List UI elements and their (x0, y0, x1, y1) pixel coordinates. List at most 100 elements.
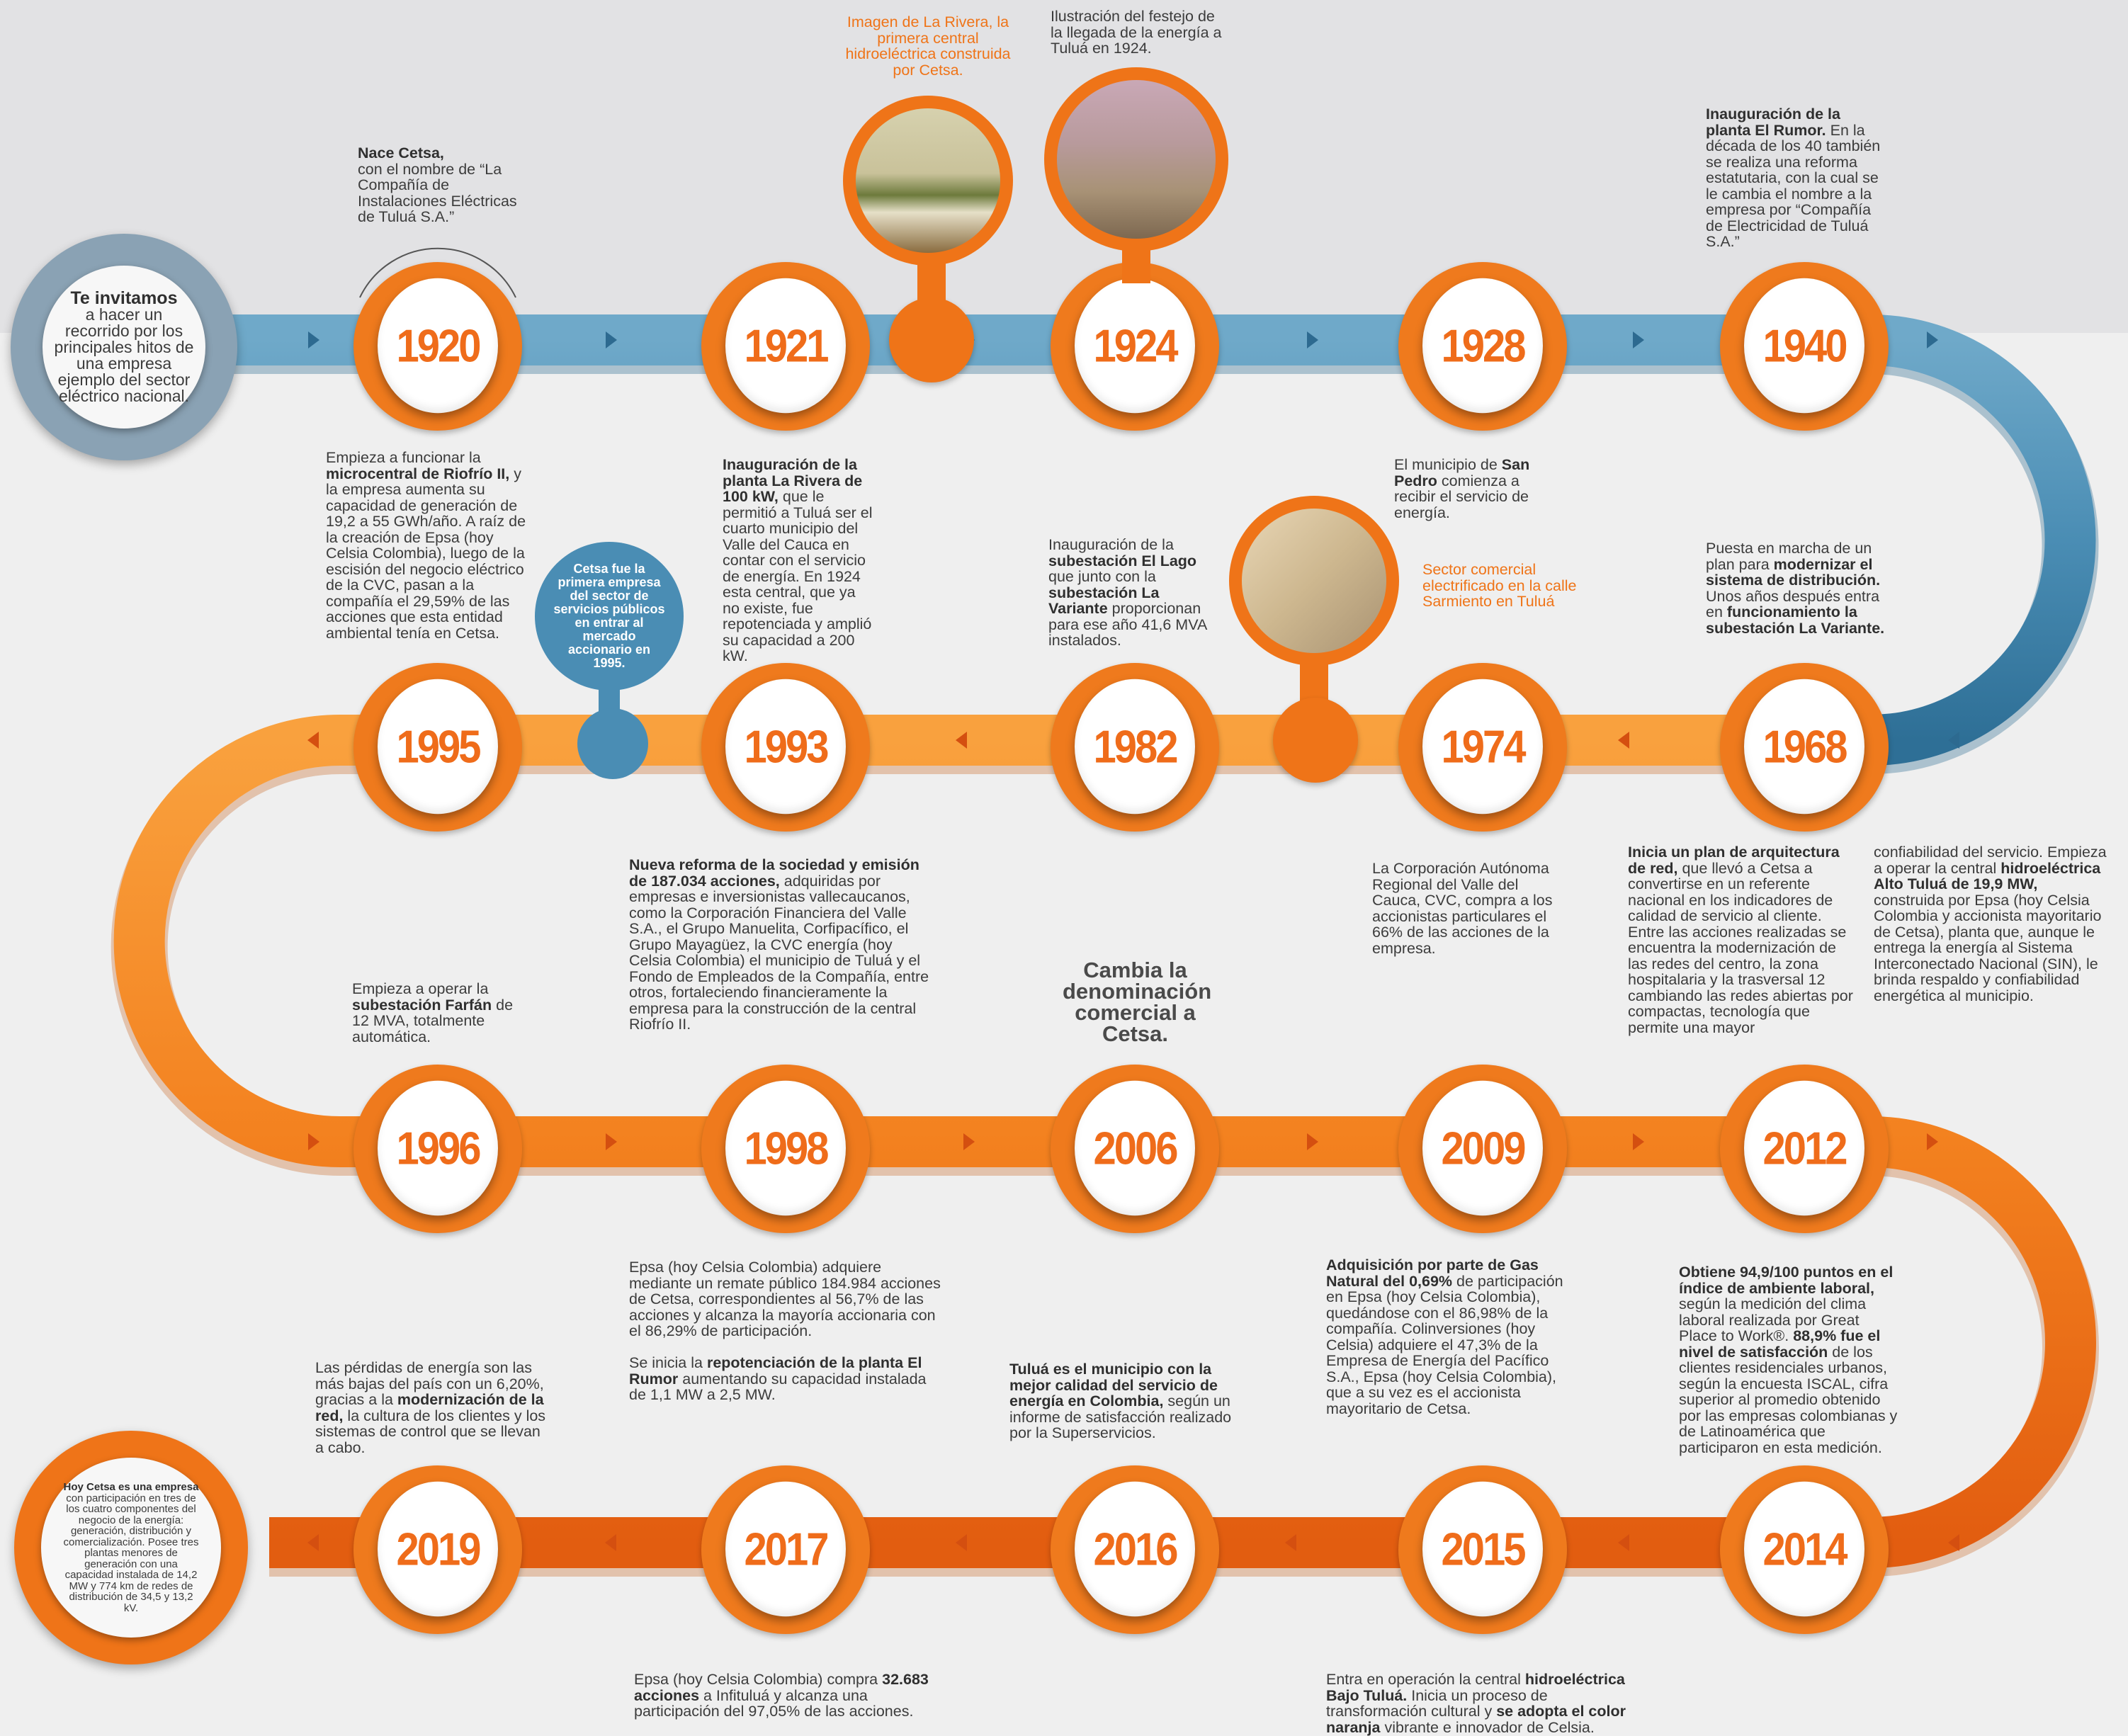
event-1968: Puesta en marcha de un plan para moderni… (1706, 540, 1890, 636)
event-text-fragment: proporcionan para ese año 41,6 MVA insta… (1048, 600, 1207, 649)
event-text-fragment: aumentando su capacidad instalada de 1,1… (629, 1370, 927, 1403)
festejo-caption: Ilustración del festejo de la llegada de… (1051, 8, 1222, 57)
event-text-fragment: hidroeléctrica Bajo Tuluá. (1326, 1671, 1625, 1704)
year-1920[interactable]: 1920 (378, 278, 498, 414)
year-2016[interactable]: 2016 (1075, 1481, 1195, 1617)
la-rivera-connector (889, 297, 974, 382)
event-text-fragment: 32.683 acciones (634, 1671, 929, 1704)
event-1995: Empieza a funcionar la microcentral de R… (326, 450, 531, 641)
la-rivera-photo (843, 96, 1013, 266)
intro-bold: Te invitamos (70, 288, 178, 308)
sarmiento-connector (1273, 698, 1358, 783)
event-text-fragment: Inauguración de la (1048, 536, 1174, 553)
event-text-fragment: con el nombre de “La Compañía de Instala… (358, 160, 517, 225)
event-1998: Epsa (hoy Celsia Colombia) adquiere medi… (629, 1259, 944, 1403)
event-text-fragment: se adopta el color naranja (1326, 1703, 1626, 1736)
festejo-stem (1122, 241, 1150, 283)
cetsa-1995-connector (577, 708, 648, 779)
event-2012-part2: confiabilidad del servicio. Empieza a op… (1874, 844, 2111, 1004)
event-text-fragment: modernización de la red, (315, 1391, 544, 1424)
event-text-fragment: que junto con la (1048, 568, 1156, 585)
year-1924[interactable]: 1924 (1075, 278, 1195, 414)
year-1982[interactable]: 1982 (1075, 679, 1195, 815)
event-2009: Adquisición por parte de Gas Natural del… (1326, 1257, 1578, 1417)
final-text: con participación en tres de los cuatro … (63, 1492, 199, 1614)
event-text-fragment: Las pérdidas de energía son las más baja… (315, 1359, 544, 1408)
event-text-fragment: de participación en Epsa (hoy Celsia Col… (1326, 1272, 1563, 1417)
event-2017: Epsa (hoy Celsia Colombia) compra 32.683… (634, 1672, 932, 1720)
event-text-fragment: San Pedro (1394, 456, 1530, 489)
year-2015[interactable]: 2015 (1422, 1481, 1543, 1617)
event-2012-part1: Inicia un plan de arquitectura de red, q… (1628, 844, 1855, 1036)
final-bubble: Hoy Cetsa es una empresa con participaci… (14, 1431, 248, 1664)
event-1996: Empieza a operar la subestación Farfán d… (352, 981, 522, 1045)
event-1921: Inauguración de la planta La Rivera de 1… (723, 457, 875, 664)
event-text-fragment: confiabilidad del servicio. Empieza a op… (1874, 844, 2107, 877)
event-text-fragment: 88,9% fue el nivel de satisfacción (1679, 1327, 1881, 1361)
event-text-fragment: La Corporación Autónoma Regional del Val… (1372, 860, 1553, 957)
year-1928[interactable]: 1928 (1422, 278, 1543, 414)
year-1996[interactable]: 1996 (378, 1080, 498, 1216)
event-text-fragment: vibrante e innovador de Celsia. (1380, 1718, 1595, 1736)
intro-text: a hacer un recorrido por los principales… (54, 305, 194, 405)
event-text-fragment: Empieza a funcionar la (326, 449, 481, 466)
year-1921[interactable]: 1921 (725, 278, 846, 414)
event-1928: El municipio de San Pedro comienza a rec… (1394, 457, 1553, 521)
event-text-fragment: subestación El Lago (1048, 552, 1197, 569)
event-1940: Inauguración de la planta El Rumor. En l… (1706, 106, 1886, 250)
event-text-fragment: En la década de los 40 también se realiz… (1706, 121, 1881, 250)
event-text-fragment: Tuluá es el municipio con la mejor calid… (1009, 1361, 1218, 1409)
event-text-fragment: de 12 MVA, totalmente automática. (352, 996, 514, 1045)
year-1940[interactable]: 1940 (1744, 278, 1864, 414)
event-text-fragment: Empieza a operar la (352, 980, 489, 997)
event-2019: Las pérdidas de energía son las más baja… (315, 1360, 553, 1456)
event-text-fragment: según un informe de satisfacción realiza… (1009, 1392, 1232, 1441)
event-text-fragment: subestación La Variante (1048, 584, 1160, 617)
year-2017[interactable]: 2017 (725, 1481, 846, 1617)
event-2016: Tuluá es el municipio con la mejor calid… (1009, 1361, 1236, 1441)
sarmiento-photo (1229, 496, 1399, 666)
event-text-fragment: Entra en operación la central (1326, 1671, 1525, 1688)
event-text-fragment: Se inicia la (629, 1354, 707, 1371)
event-text-fragment: según la medición del clima laboral real… (1679, 1295, 1867, 1344)
event-text-fragment: repotenciación de la planta El Rumor (629, 1354, 922, 1388)
year-1993[interactable]: 1993 (725, 679, 846, 815)
rename-heading: Cambia la denominación comercial a Cetsa… (1063, 958, 1212, 1046)
year-2009[interactable]: 2009 (1422, 1080, 1543, 1216)
festejo-photo (1044, 67, 1228, 251)
sarmiento-stem (1300, 659, 1328, 701)
cetsa-1995-text: Cetsa fue la primera empresa del sector … (553, 562, 665, 670)
event-text-fragment: y la empresa aumenta su capacidad de gen… (326, 465, 526, 642)
event-text-fragment: que llevó a Cetsa a convertirse en un re… (1628, 859, 1853, 1036)
event-text-fragment: a Infituluá y alcanza una participación … (634, 1686, 914, 1720)
year-1974[interactable]: 1974 (1422, 679, 1543, 815)
la-rivera-caption: Imagen de La Rivera, la primera central … (845, 13, 1011, 79)
event-text-fragment: Epsa (hoy Celsia Colombia) adquiere medi… (629, 1259, 941, 1339)
event-1993: Nueva reforma de la sociedad y emisión d… (629, 857, 937, 1033)
year-2012[interactable]: 2012 (1744, 1080, 1864, 1216)
event-text-fragment: Unos años después entra en (1706, 587, 1880, 620)
event-text-fragment: funcionamiento la subestación La Variant… (1706, 603, 1885, 637)
event-1920: Nace Cetsa,con el nombre de “La Compañía… (358, 145, 528, 225)
year-1968[interactable]: 1968 (1744, 679, 1864, 815)
year-2014[interactable]: 2014 (1744, 1481, 1864, 1617)
year-1998[interactable]: 1998 (725, 1080, 846, 1216)
year-2006[interactable]: 2006 (1075, 1080, 1195, 1216)
event-2014: Obtiene 94,9/100 puntos en el índice de … (1679, 1264, 1898, 1456)
event-text-fragment: que le permitió a Tuluá ser el cuarto mu… (723, 488, 873, 664)
event-text-fragment: Obtiene 94,9/100 puntos en el índice de … (1679, 1264, 1894, 1297)
intro-bubble: Te invitamos a hacer un recorrido por lo… (11, 234, 237, 460)
event-text-fragment: adquiridas por empresas e inversionistas… (629, 872, 929, 1033)
year-1995[interactable]: 1995 (378, 679, 498, 815)
event-2015: Entra en operación la central hidroeléct… (1326, 1672, 1645, 1735)
event-text-fragment: comienza a recibir el servicio de energí… (1394, 472, 1529, 521)
la-rivera-stem (917, 255, 946, 312)
event-text-fragment: construida por Epsa (hoy Celsia Colombia… (1874, 891, 2102, 1004)
event-text-fragment: subestación Farfán (352, 996, 492, 1014)
sarmiento-caption: Sector comercial electrificado en la cal… (1422, 561, 1577, 610)
event-text-fragment: la cultura de los clientes y los sistema… (315, 1407, 546, 1456)
event-text-fragment: Inicia un plan de arquitectura de red, (1628, 844, 1840, 877)
year-2019[interactable]: 2019 (378, 1481, 498, 1617)
event-text-fragment: Adquisición por parte de Gas Natural del… (1326, 1256, 1539, 1290)
final-bold: Hoy Cetsa es una empresa (63, 1481, 199, 1493)
